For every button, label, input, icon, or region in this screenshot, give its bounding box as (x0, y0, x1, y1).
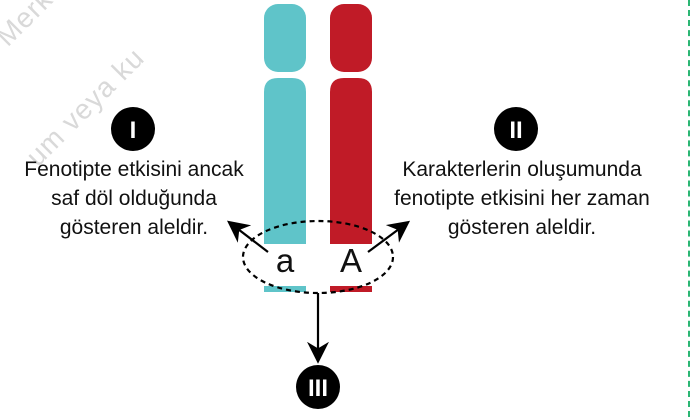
marker-I-circle (111, 107, 155, 151)
allele-pair-ellipse (241, 219, 395, 295)
description-right-line-3: gösteren aleldir. (447, 216, 597, 239)
chromosome-left (264, 4, 306, 292)
marker-II: II (494, 107, 538, 151)
allele-recessive-label: a (276, 242, 295, 279)
marker-III-circle (296, 365, 340, 409)
chromosome-left-top-arm (264, 4, 306, 72)
description-right: Karakterlerin oluşumunda fenotipte etkis… (372, 155, 672, 242)
marker-II-circle (494, 107, 538, 151)
allele-locus-left (264, 244, 306, 286)
allele-locus-right (330, 244, 372, 286)
marker-I: I (111, 107, 155, 151)
description-left-line-3: gösteren aleldir. (59, 216, 209, 239)
arrow-to-left-description (227, 220, 269, 253)
marker-III-label: III (308, 375, 328, 402)
description-left-line-1: Fenotipte etkisini ancak (24, 158, 244, 181)
description-left: Fenotipte etkisini ancak saf döl olduğun… (4, 155, 264, 242)
chromosome-left-bottom-arm (264, 78, 306, 292)
chromosome-right-bottom-arm (330, 78, 372, 292)
marker-I-label: I (130, 117, 137, 144)
marker-III: III (296, 365, 340, 409)
chromosome-right (330, 4, 372, 292)
chromosome-right-top-arm (330, 4, 372, 72)
description-right-line-1: Karakterlerin oluşumunda (402, 158, 642, 181)
page-divider (688, 0, 690, 417)
arrow-to-right-description (367, 220, 411, 253)
allele-dominant-label: A (340, 242, 362, 279)
description-left-line-2: saf döl olduğunda (51, 187, 217, 210)
marker-II-label: II (509, 117, 522, 144)
description-right-line-2: fenotipte etkisini her zaman (394, 187, 650, 210)
